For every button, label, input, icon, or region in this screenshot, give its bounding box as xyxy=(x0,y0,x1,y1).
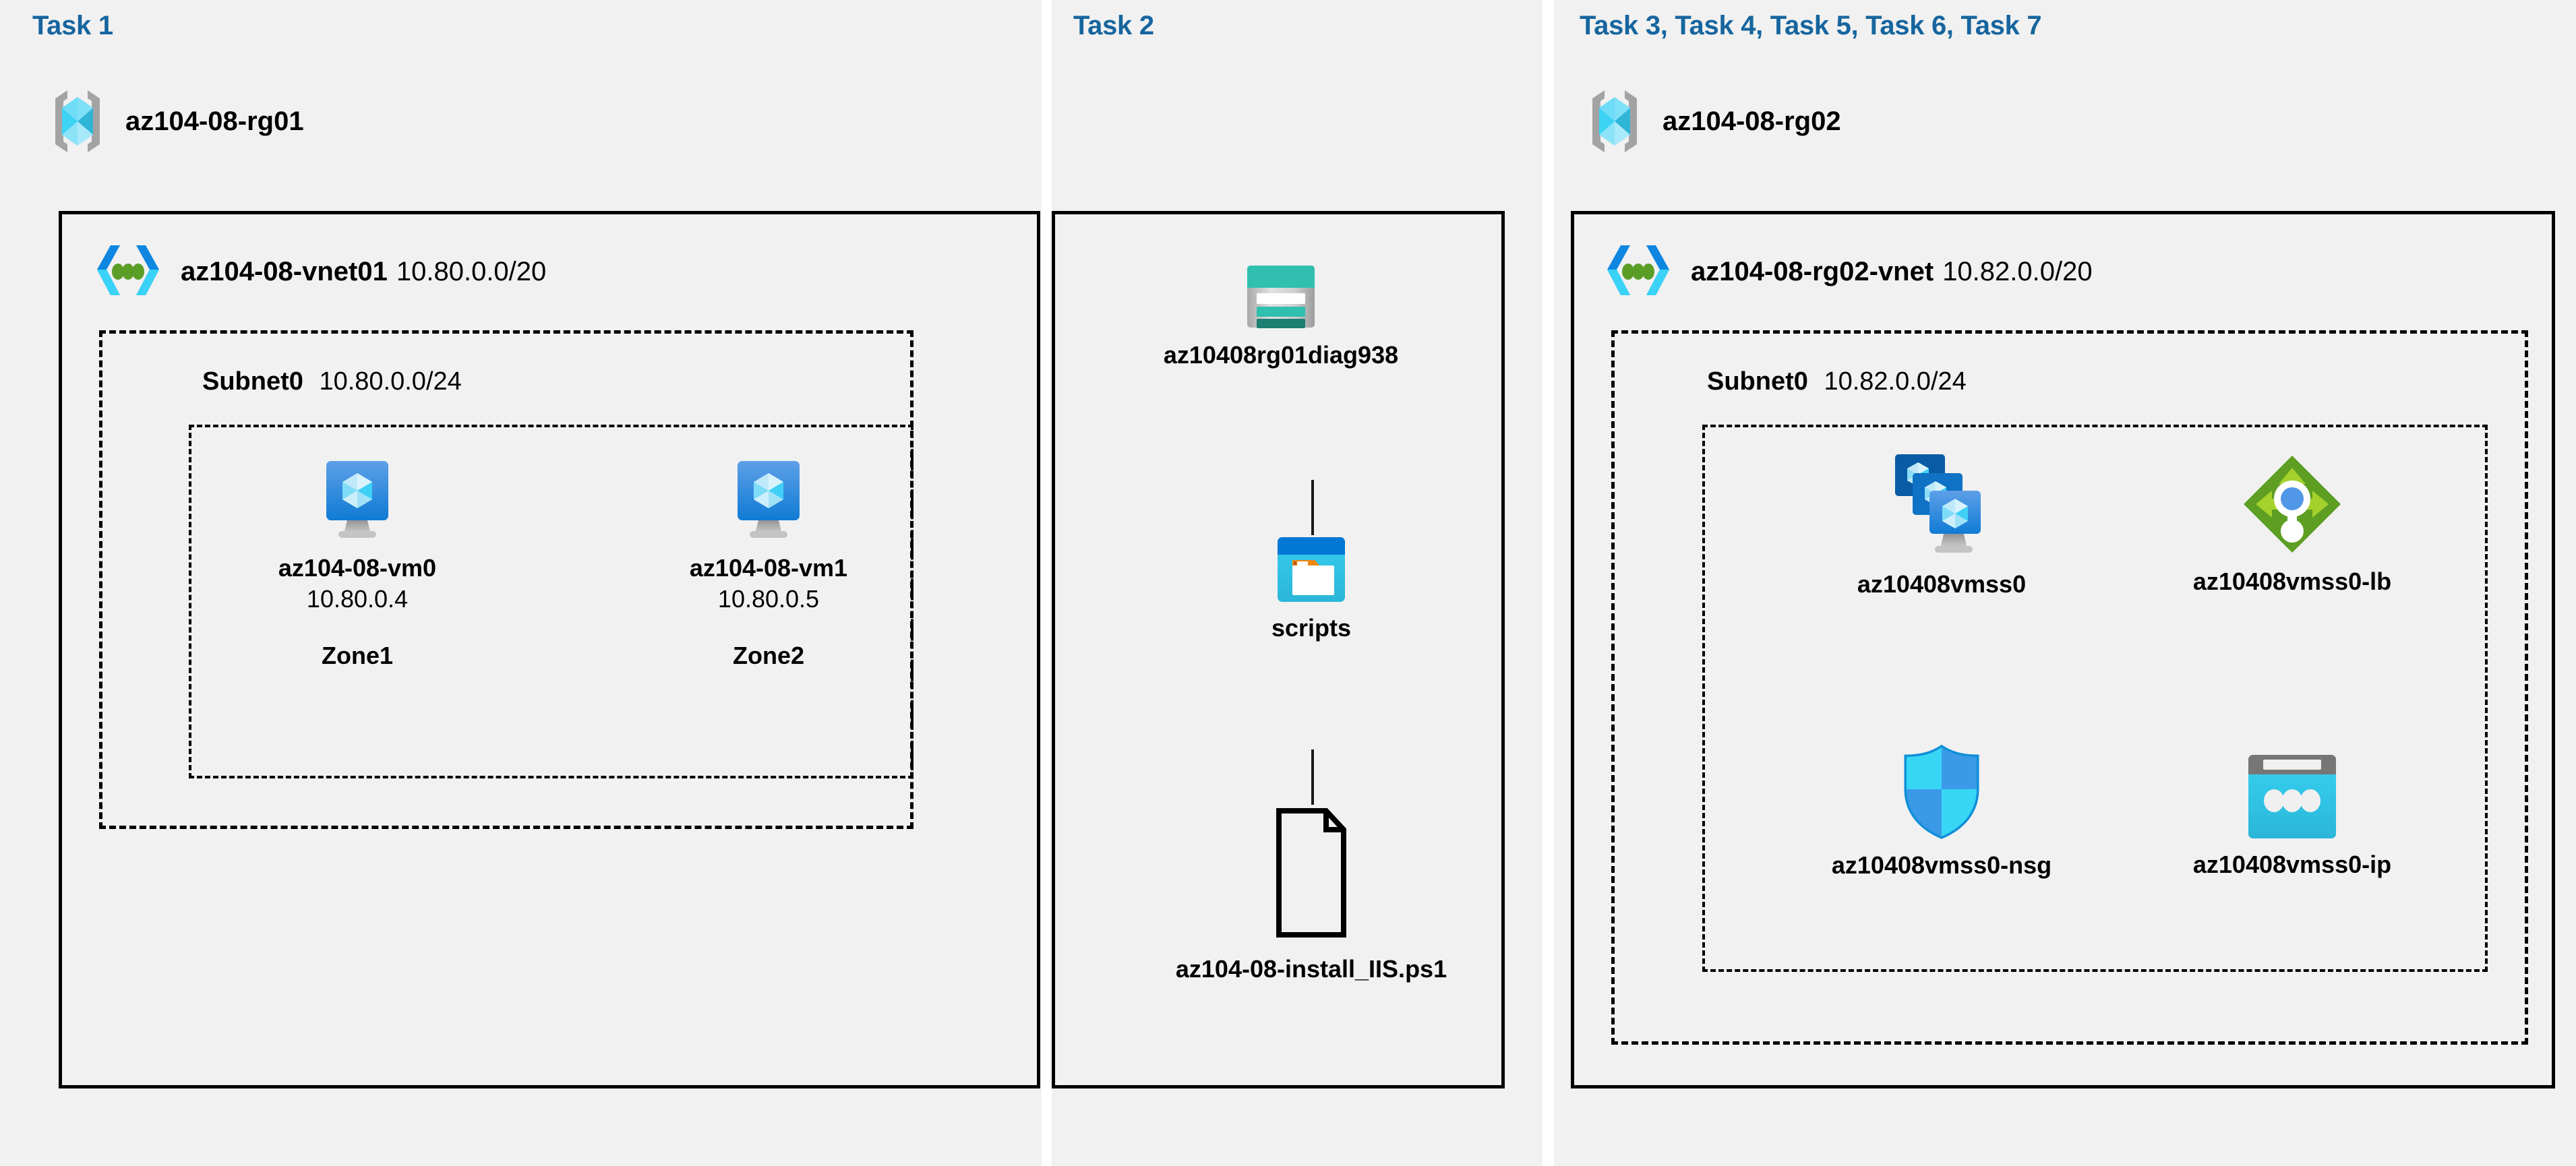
rg01-name: az104-08-rg01 xyxy=(125,106,304,136)
load-balancer-node[interactable]: az10408vmss0-lb xyxy=(2144,453,2440,596)
subnet0-header-col3: Subnet0 10.82.0.0/24 xyxy=(1707,367,1967,396)
storage-account-icon xyxy=(1245,263,1317,330)
public-ip-name: az10408vmss0-ip xyxy=(2192,851,2392,878)
task1-panel xyxy=(0,0,1042,1166)
script-file-node[interactable]: az104-08-install_IIS.ps1 xyxy=(1146,805,1476,983)
subnet0-name-col3: Subnet0 xyxy=(1707,367,1808,396)
vm1-ip: 10.80.0.5 xyxy=(717,585,820,613)
vm1-zone: Zone2 xyxy=(732,642,804,669)
virtual-machine-icon xyxy=(318,458,396,543)
rg01-header: az104-08-rg01 xyxy=(49,88,304,155)
load-balancer-icon xyxy=(2241,453,2343,555)
subnet0-cidr-col1: 10.80.0.0/24 xyxy=(319,367,462,396)
blob-container-icon xyxy=(1276,536,1346,603)
public-ip-node[interactable]: az10408vmss0-ip xyxy=(2144,754,2440,879)
task2-label: Task 2 xyxy=(1073,11,1154,40)
virtual-network-icon xyxy=(1606,243,1671,301)
vm1-node[interactable]: az104-08-vm1 10.80.0.5 Zone2 xyxy=(681,458,856,670)
virtual-network-icon xyxy=(96,243,160,301)
vm0-zone: Zone1 xyxy=(321,642,393,669)
vnet01-name: az104-08-vnet01 xyxy=(181,256,388,286)
resource-group-icon xyxy=(49,88,107,155)
script-file-icon xyxy=(1264,805,1358,940)
load-balancer-name: az10408vmss0-lb xyxy=(2192,567,2392,595)
vm0-node[interactable]: az104-08-vm0 10.80.0.4 Zone1 xyxy=(270,458,445,670)
virtual-machine-icon xyxy=(729,458,808,543)
vm1-name: az104-08-vm1 xyxy=(689,554,848,582)
network-security-group-icon xyxy=(1900,745,1983,839)
subnet0-box-col3 xyxy=(1611,330,2528,1045)
vmss-resource-group-box xyxy=(1702,425,2488,972)
task2-content-box xyxy=(1052,211,1505,1088)
rg02-header: az104-08-rg02 xyxy=(1586,88,1841,155)
scripts-container-node[interactable]: scripts xyxy=(1160,536,1463,642)
storage-account-name: az10408rg01diag938 xyxy=(1163,341,1399,369)
connector-scripts-to-file xyxy=(1311,749,1314,805)
vnet01-box xyxy=(59,211,1040,1088)
subnet0-header-col1: Subnet0 10.80.0.0/24 xyxy=(202,367,462,396)
vm0-ip: 10.80.0.4 xyxy=(306,585,409,613)
task3to7-label: Task 3, Task 4, Task 5, Task 6, Task 7 xyxy=(1580,11,2042,40)
resource-group-icon xyxy=(1586,88,1644,155)
task1-label: Task 1 xyxy=(32,11,113,40)
vnet01-header: az104-08-vnet01 10.80.0.0/20 xyxy=(96,243,546,301)
vmss-name: az10408vmss0 xyxy=(1857,570,2027,598)
vm0-name: az104-08-vm0 xyxy=(278,554,437,582)
nsg-node[interactable]: az10408vmss0-nsg xyxy=(1793,745,2090,880)
vnet01-cidr: 10.80.0.0/20 xyxy=(396,256,547,286)
rg02-vnet-header: az104-08-rg02-vnet 10.82.0.0/20 xyxy=(1606,243,2093,301)
connector-storage-to-scripts xyxy=(1311,480,1314,535)
rg02-name: az104-08-rg02 xyxy=(1663,106,1841,136)
rg02-vnet-box xyxy=(1571,211,2555,1088)
scripts-container-name: scripts xyxy=(1271,614,1352,642)
subnet0-name-col1: Subnet0 xyxy=(202,367,303,396)
subnet0-cidr-col3: 10.82.0.0/24 xyxy=(1824,367,1967,396)
vm-scale-set-icon xyxy=(1892,453,1991,561)
nsg-name: az10408vmss0-nsg xyxy=(1831,851,2052,879)
vmss-node[interactable]: az10408vmss0 xyxy=(1793,453,2090,599)
script-file-name: az104-08-install_IIS.ps1 xyxy=(1175,955,1447,983)
rg02-vnet-cidr: 10.82.0.0/20 xyxy=(1942,256,2093,286)
vm-group-box xyxy=(189,425,913,778)
storage-account-node[interactable]: az10408rg01diag938 xyxy=(1112,263,1449,369)
public-ip-address-icon xyxy=(2244,754,2340,840)
rg02-vnet-name: az104-08-rg02-vnet xyxy=(1691,256,1934,286)
